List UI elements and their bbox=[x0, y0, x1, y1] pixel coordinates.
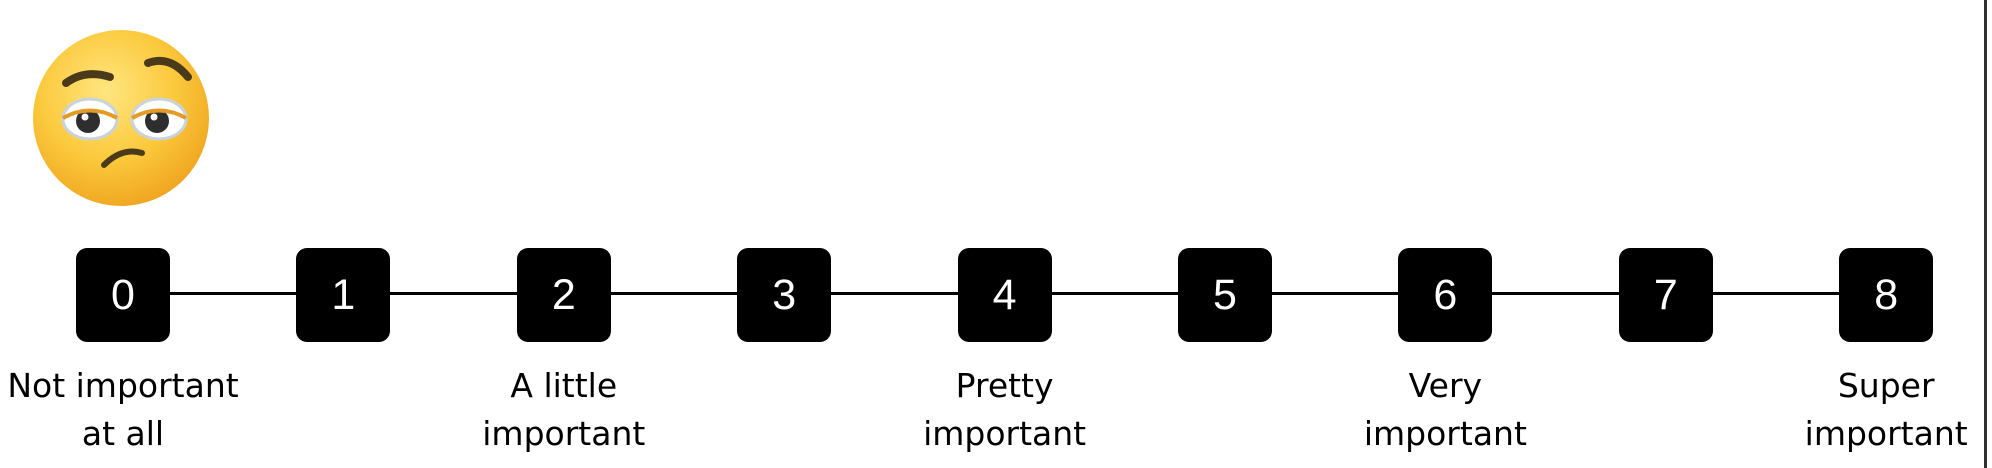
scale-label-line2: important bbox=[1804, 414, 1968, 453]
scale-label-line1: Not important bbox=[7, 366, 239, 405]
scale-point-8[interactable]: 8 bbox=[1839, 248, 1934, 342]
scale-label-line2: important bbox=[482, 414, 646, 453]
scale-label-line1: Pretty bbox=[955, 366, 1054, 405]
scale-point-6[interactable]: 6 bbox=[1398, 248, 1493, 342]
scale-label-8: Super important bbox=[1756, 362, 1992, 458]
scale-label-line2: at all bbox=[81, 414, 165, 453]
scale-label-line1: Very bbox=[1408, 366, 1483, 405]
scale-point-5[interactable]: 5 bbox=[1178, 248, 1272, 342]
frame-edge bbox=[1984, 0, 1987, 468]
scale-point-2[interactable]: 2 bbox=[516, 248, 611, 342]
scale-label-line1: A little bbox=[510, 366, 618, 405]
scale-label-line2: important bbox=[1363, 414, 1527, 453]
unamused-face-icon bbox=[33, 30, 209, 206]
scale-point-0[interactable]: 0 bbox=[76, 248, 170, 342]
scale-point-3[interactable]: 3 bbox=[737, 248, 832, 342]
scale-label-2: A little important bbox=[434, 362, 694, 458]
scale-label-line2: important bbox=[923, 414, 1087, 453]
scale-label-4: Pretty important bbox=[875, 362, 1135, 458]
scale-point-1[interactable]: 1 bbox=[296, 248, 391, 342]
scale-label-6: Very important bbox=[1315, 362, 1575, 458]
scale-label-0: Not important at all bbox=[0, 362, 253, 458]
scale-point-7[interactable]: 7 bbox=[1618, 248, 1713, 342]
scale-label-line1: Super bbox=[1837, 366, 1935, 405]
scale-point-4[interactable]: 4 bbox=[957, 248, 1052, 342]
